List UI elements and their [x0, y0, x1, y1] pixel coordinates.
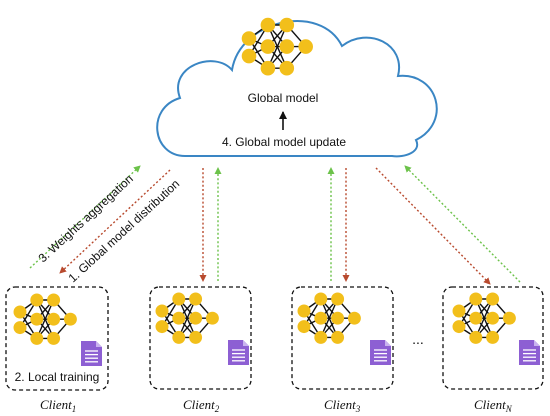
- network-node: [30, 331, 44, 345]
- network-node: [47, 331, 61, 345]
- network-node: [13, 305, 27, 319]
- network-node: [452, 320, 466, 334]
- local-data-document-icon: [81, 341, 102, 366]
- weights-aggregation-label: 3. Weights aggregation: [36, 172, 136, 266]
- global-model-update-label: 4. Global model update: [222, 135, 346, 149]
- document-fold: [96, 341, 102, 347]
- local-model-network-icon: [155, 292, 219, 344]
- network-node: [155, 304, 169, 318]
- local-training-label: 2. Local training: [15, 370, 100, 384]
- network-node: [297, 304, 311, 318]
- download-arrow-client-n: [375, 167, 491, 285]
- client-box: [5, 286, 109, 391]
- network-edge: [320, 298, 339, 338]
- upload-arrow-client-n: [404, 165, 521, 283]
- network-node: [260, 17, 276, 33]
- global-model-network-icon: [241, 17, 313, 76]
- network-node: [13, 321, 27, 335]
- network-node: [189, 311, 203, 325]
- network-node: [260, 60, 276, 76]
- document-page: [228, 340, 249, 365]
- network-node: [469, 292, 483, 306]
- document-fold: [243, 340, 249, 346]
- network-node: [205, 311, 219, 325]
- network-node: [279, 17, 295, 33]
- network-node: [331, 311, 345, 325]
- local-data-document-icon: [228, 340, 249, 365]
- communication-arrows: [29, 165, 521, 285]
- client-1-label: Client1: [40, 397, 76, 414]
- client-n-label: ClientN: [474, 397, 513, 414]
- network-node: [279, 60, 295, 76]
- network-node: [502, 311, 516, 325]
- document-page: [81, 341, 102, 366]
- network-node: [189, 330, 203, 344]
- network-edge: [267, 24, 288, 69]
- network-node: [172, 292, 186, 306]
- document-fold: [385, 340, 391, 346]
- local-model-network-icon: [13, 293, 77, 345]
- network-node: [331, 292, 345, 306]
- network-node: [314, 330, 328, 344]
- network-node: [241, 31, 257, 46]
- client-box: [442, 286, 544, 390]
- client-3-label: Client3: [324, 397, 361, 414]
- network-edge: [475, 298, 494, 338]
- client-2-label: Client2: [183, 397, 220, 414]
- network-edge: [178, 298, 197, 338]
- more-clients-ellipsis: ...: [412, 331, 424, 347]
- local-model-network-icon: [297, 292, 361, 344]
- local-data-document-icon: [519, 340, 540, 365]
- network-node: [486, 292, 500, 306]
- cloud-server: Global model 4. Global model update: [156, 17, 438, 158]
- network-node: [189, 292, 203, 306]
- network-node: [241, 48, 257, 64]
- network-node: [260, 39, 276, 54]
- network-node: [314, 292, 328, 306]
- network-node: [469, 330, 483, 344]
- document-page: [519, 340, 540, 365]
- client-2: [149, 286, 252, 390]
- network-node: [172, 330, 186, 344]
- network-node: [469, 311, 483, 325]
- local-data-document-icon: [370, 340, 391, 365]
- network-node: [47, 293, 61, 307]
- network-node: [30, 312, 44, 326]
- network-edge: [36, 299, 55, 339]
- network-node: [63, 312, 77, 326]
- document-page: [370, 340, 391, 365]
- network-node: [486, 330, 500, 344]
- network-node: [279, 39, 295, 54]
- document-fold: [534, 340, 540, 346]
- client-n: [442, 286, 544, 390]
- network-node: [347, 311, 361, 325]
- network-node: [172, 311, 186, 325]
- global-model-label: Global model: [248, 91, 319, 105]
- network-node: [47, 312, 61, 326]
- local-model-network-icon: [452, 292, 516, 344]
- client-3: [291, 286, 394, 390]
- network-node: [486, 311, 500, 325]
- network-node: [155, 320, 169, 334]
- network-node: [452, 304, 466, 318]
- network-node: [298, 39, 313, 54]
- network-node: [30, 293, 44, 307]
- network-node: [331, 330, 345, 344]
- network-node: [297, 320, 311, 334]
- cloud-outline: [156, 20, 438, 158]
- client-1: 2. Local training: [5, 286, 109, 391]
- network-node: [314, 311, 328, 325]
